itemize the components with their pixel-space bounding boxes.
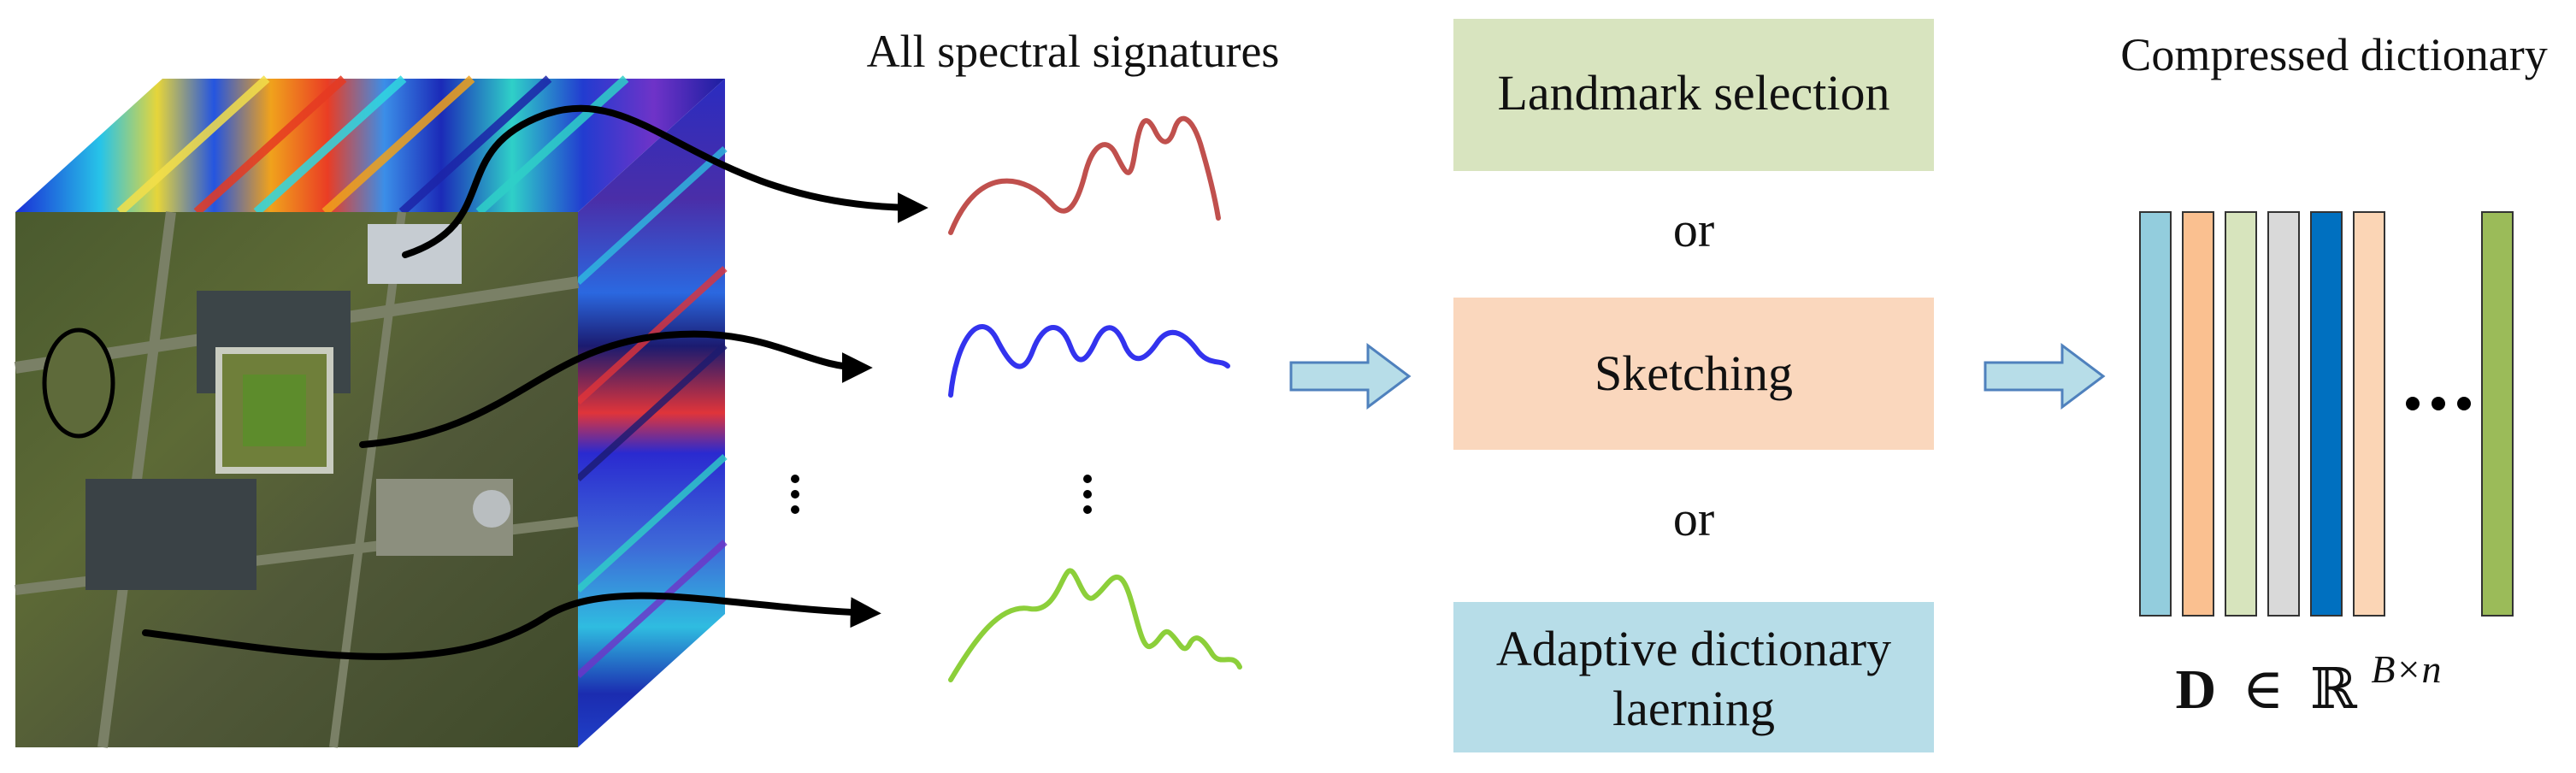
formula-matrix-symbol: D	[2175, 658, 2216, 721]
cube-side-stripes	[575, 146, 728, 678]
dictionary-column	[2139, 211, 2172, 617]
block-arrow-to-dictionary	[1984, 343, 2106, 410]
dictionary-columns	[2139, 211, 2514, 617]
dictionary-column	[2267, 211, 2300, 617]
method-boxes: Landmark selection or Sketching or Adapt…	[1453, 19, 1934, 752]
spectral-signature-blue	[948, 324, 1230, 398]
pointer-arrow-3	[142, 592, 881, 660]
aerial-image-features	[14, 211, 580, 748]
spectral-signature-green	[948, 568, 1242, 682]
cube-ellipsis-dots	[791, 475, 799, 514]
formula-set: ℝ	[2310, 658, 2358, 721]
method-box-adaptive: Adaptive dictionary laerning	[1453, 602, 1934, 752]
dictionary-ellipsis-dots	[2406, 397, 2471, 410]
pixel-pointer-arrows	[142, 104, 928, 660]
connector-or-1: or	[1673, 202, 1714, 257]
dictionary-formula: D ∈ ℝ B×n	[2175, 647, 2441, 721]
dictionary-column	[2353, 211, 2385, 617]
hyperspectral-cube	[14, 75, 728, 748]
signatures-header: All spectral signatures	[867, 26, 1280, 77]
method-box-sketching: Sketching	[1453, 298, 1934, 450]
dictionary-header: Compressed dictionary	[2120, 29, 2547, 80]
dictionary-column	[2225, 211, 2257, 617]
dictionary-column	[2481, 211, 2514, 617]
connector-or-2: or	[1673, 491, 1714, 546]
dictionary-column	[2310, 211, 2343, 617]
formula-relation: ∈	[2243, 658, 2284, 721]
dictionary-column	[2182, 211, 2214, 617]
block-arrow-to-methods	[1289, 343, 1412, 410]
cube-top-stripes	[116, 75, 629, 215]
method-label-adaptive-line1: Adaptive dictionary	[1496, 621, 1891, 676]
method-label-landmark-line1: Landmark selection	[1498, 65, 1890, 121]
method-label-sketching-line1: Sketching	[1595, 345, 1793, 401]
pointer-arrow-1	[402, 104, 928, 258]
formula-superscript: B×n	[2371, 647, 2441, 691]
spectral-signature-red	[948, 115, 1221, 235]
spectral-signatures	[948, 115, 1242, 682]
method-label-adaptive-line2: laerning	[1612, 681, 1775, 736]
method-box-landmark: Landmark selection	[1453, 19, 1934, 171]
signature-ellipsis-dots	[1083, 475, 1092, 514]
pointer-arrow-2	[359, 330, 873, 448]
